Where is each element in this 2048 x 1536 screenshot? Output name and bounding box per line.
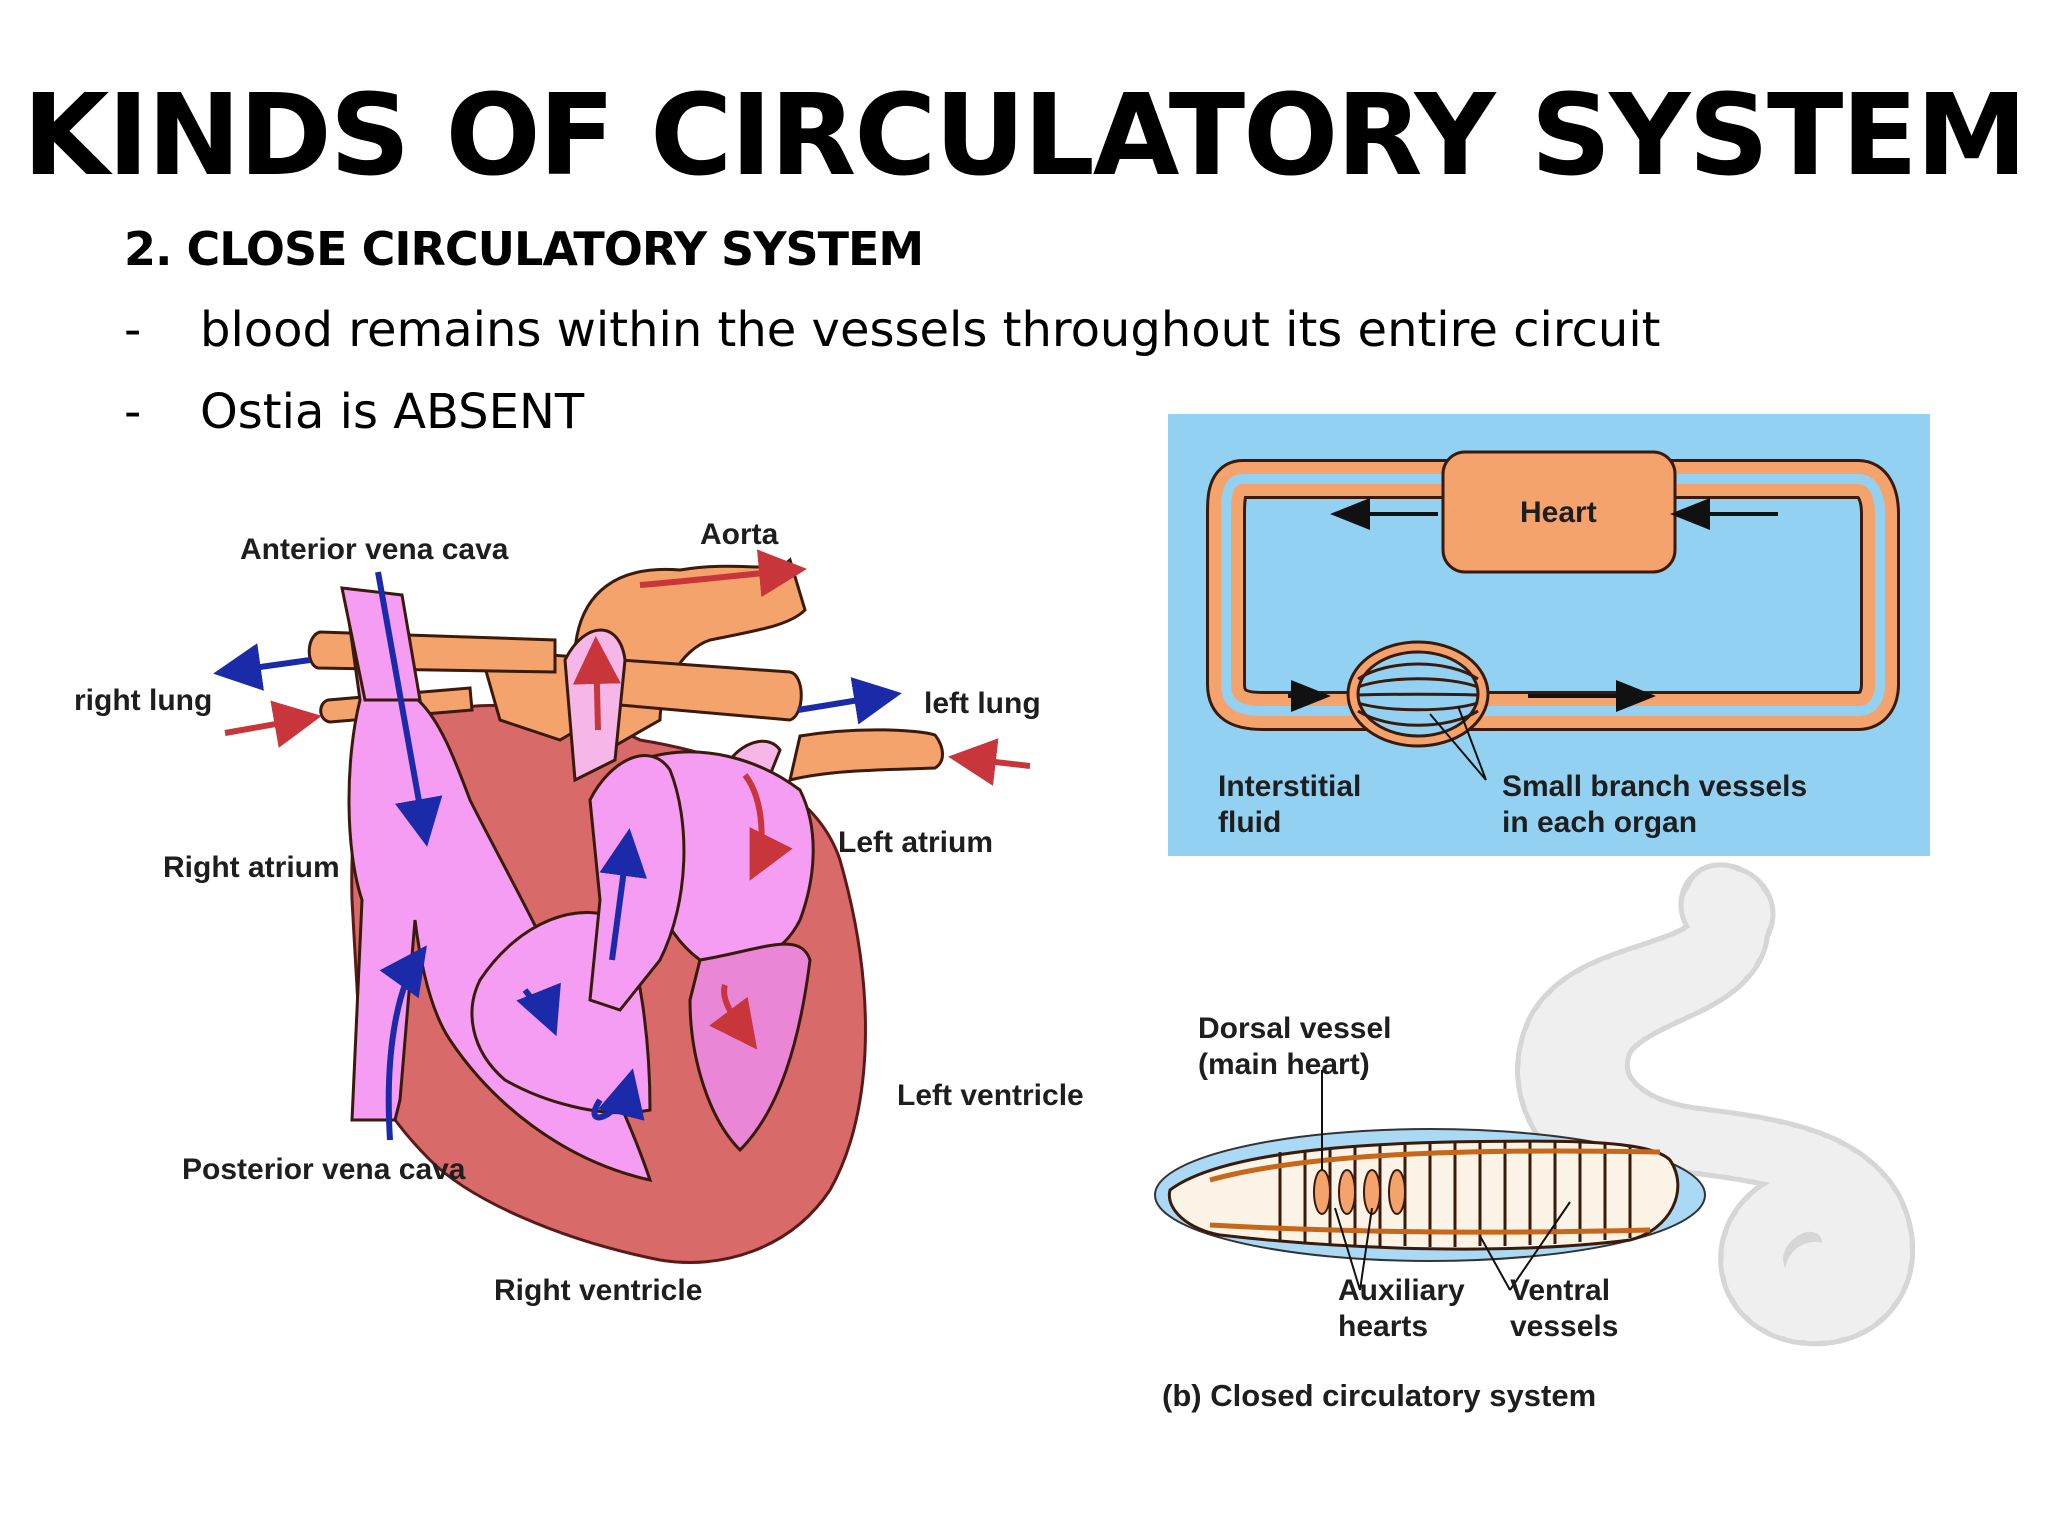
bullet-text: blood remains within the vessels through… xyxy=(200,302,1661,358)
worm-tail-shape xyxy=(1515,862,1916,1347)
worm-leader-lines xyxy=(1321,1070,1571,1291)
slide-title: KINDS OF CIRCULATORY SYSTEM xyxy=(22,71,2028,201)
closed-loop-diagram: Heart Interstitial fluid Small branch ve… xyxy=(1168,414,1930,856)
left-pulmonary-vein-shape xyxy=(787,728,944,783)
label-dorsal-line1: Dorsal vessel xyxy=(1198,1012,1391,1045)
branch-leader-lines xyxy=(1429,705,1487,781)
label-heart: Heart xyxy=(1520,496,1597,529)
bullet-dash: - xyxy=(124,302,142,358)
earthworm-diagram: Dorsal vessel (main heart) Auxiliary hea… xyxy=(1154,862,1916,1413)
label-interstitial-line1: Interstitial xyxy=(1218,770,1361,803)
label-auxiliary-line2: hearts xyxy=(1338,1310,1428,1343)
label-right-ventricle: Right ventricle xyxy=(494,1274,702,1307)
label-anterior-vena-cava: Anterior vena cava xyxy=(240,533,509,566)
label-posterior-vena-cava: Posterior vena cava xyxy=(182,1153,466,1186)
label-ventral-line2: vessels xyxy=(1510,1310,1618,1343)
right-pulmonary-vessel-shape xyxy=(307,630,557,674)
dorsal-vessel-line xyxy=(1209,1148,1661,1183)
label-ventral-line1: Ventral xyxy=(1510,1274,1610,1307)
auxiliary-hearts-shape xyxy=(1313,1169,1406,1215)
label-left-atrium: Left atrium xyxy=(838,826,993,859)
heart-diagram: Anterior vena cava Aorta right lung left… xyxy=(74,518,1084,1307)
label-left-ventricle: Left ventricle xyxy=(897,1079,1084,1112)
branch-vessels-shape xyxy=(1346,640,1490,748)
slide-subheading: 2. CLOSE CIRCULATORY SYSTEM xyxy=(124,222,924,276)
bullet-dash: - xyxy=(124,384,142,440)
label-right-atrium: Right atrium xyxy=(163,851,340,884)
label-dorsal-line2: (main heart) xyxy=(1198,1048,1370,1081)
label-right-lung: right lung xyxy=(74,684,212,717)
ventral-vessel-line xyxy=(1209,1222,1651,1235)
bullet-text: Ostia is ABSENT xyxy=(200,384,585,440)
label-auxiliary-line1: Auxiliary xyxy=(1338,1274,1465,1307)
worm-caption: (b) Closed circulatory system xyxy=(1162,1378,1596,1413)
label-left-lung: left lung xyxy=(924,687,1041,720)
flow-arrows xyxy=(213,549,1031,1141)
loop-vessel-lumen xyxy=(1221,474,1885,716)
label-branch-line1: Small branch vessels xyxy=(1502,770,1807,803)
label-interstitial-line2: fluid xyxy=(1218,806,1281,839)
worm-segment-body xyxy=(1167,1139,1680,1251)
label-aorta: Aorta xyxy=(700,518,779,551)
loop-flow-arrows xyxy=(1288,498,1778,712)
label-branch-line2: in each organ xyxy=(1502,806,1697,839)
